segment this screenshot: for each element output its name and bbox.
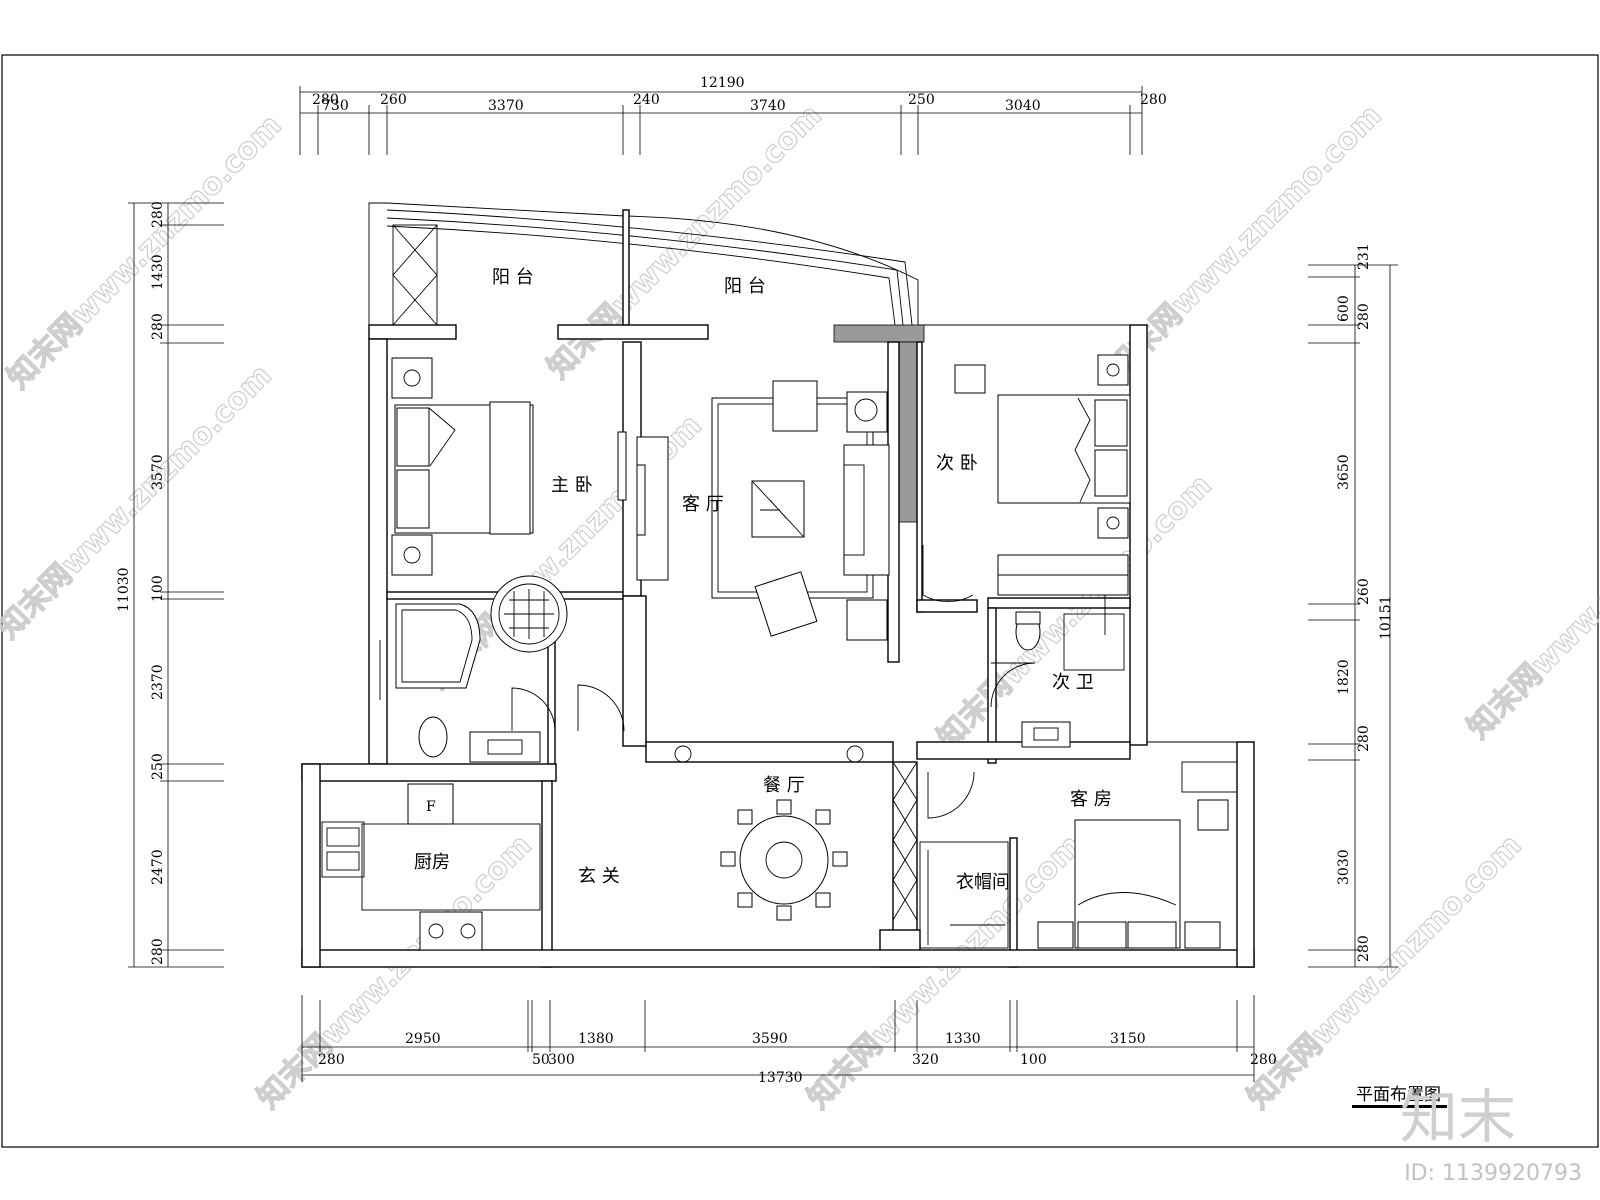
dim-bottom-seg: 3150 — [1110, 1031, 1146, 1047]
image-id: ID: 1139920793 — [1404, 1161, 1582, 1186]
watermark-text: 知末网www.znzmo.com — [251, 828, 539, 1116]
label-balcony-1: 阳 台 — [492, 267, 534, 288]
cloakroom-rails — [919, 841, 1009, 949]
dim-top-seg: 730 — [322, 98, 349, 114]
dim-left-seg: 280 — [150, 201, 166, 228]
label-cloakroom: 衣帽间 — [956, 872, 1010, 893]
dim-bottom-seg: 280 — [318, 1052, 345, 1068]
tv-living — [636, 464, 646, 536]
label-guest-room: 客 房 — [1070, 789, 1112, 810]
label-fridge: F — [426, 799, 436, 815]
dim-bottom-seg: 2950 — [405, 1031, 441, 1047]
room-labels: 阳 台 阳 台 主 卧 客 厅 次 卧 次 卫 餐 厅 厨房 玄 关 衣帽间 客… — [414, 267, 1112, 893]
dim-right-seg: 280 — [1356, 935, 1372, 962]
guest-bed-set — [1037, 761, 1238, 949]
dim-top-total: 12190 — [700, 75, 745, 91]
bottom-dimension-chain: 2950 1380 3590 1330 3150 280 50 300 320 … — [301, 995, 1277, 1086]
label-second-bedroom: 次 卧 — [936, 453, 978, 474]
dim-left-seg: 280 — [150, 938, 166, 965]
dim-right-seg: 260 — [1356, 578, 1372, 605]
label-master-bedroom: 主 卧 — [551, 475, 593, 496]
dim-bottom-seg: 320 — [912, 1052, 939, 1068]
dim-left-total: 11030 — [116, 567, 132, 612]
right-dimension-chain: 10151 231 600 280 3650 260 1820 280 3030… — [1308, 243, 1398, 968]
drawing-frame — [1, 54, 1599, 1148]
dim-left-seg: 3570 — [150, 454, 166, 490]
dim-bottom-seg: 100 — [1020, 1052, 1047, 1068]
dim-bottom-seg: 1330 — [945, 1031, 981, 1047]
tv-master — [617, 431, 627, 501]
second-bedroom-set — [954, 354, 1131, 596]
watermark-text: 知末网www.znzmo.com — [1461, 458, 1600, 746]
dim-right-seg: 280 — [1356, 303, 1372, 330]
left-dimension-chain: 11030 280 1430 280 3570 100 2370 250 247… — [116, 201, 224, 968]
title-underline — [1352, 1105, 1447, 1108]
second-bath — [1015, 611, 1125, 748]
dim-top-seg: 280 — [312, 92, 339, 108]
dim-right-seg: 280 — [1356, 725, 1372, 752]
label-dining-room: 餐 厅 — [763, 775, 805, 796]
dim-right-seg: 600 — [1336, 295, 1352, 322]
living-room-set — [711, 380, 890, 641]
label-foyer: 玄 关 — [578, 866, 620, 887]
watermark-text: 知末网www.znzmo.com — [801, 828, 1089, 1116]
label-living-room: 客 厅 — [682, 494, 724, 515]
dim-bottom-seg: 3590 — [752, 1031, 788, 1047]
doors — [379, 545, 1106, 819]
dim-right-seg: 1820 — [1336, 659, 1352, 695]
dim-bottom-seg: 50 — [532, 1052, 550, 1068]
watermark-text: 知末网www.znzmo.com — [0, 358, 279, 646]
dim-right-seg: 3030 — [1336, 849, 1352, 885]
dim-top-seg: 3740 — [750, 98, 786, 114]
label-balcony-2: 阳 台 — [724, 276, 766, 297]
dim-bottom-seg: 1380 — [578, 1031, 614, 1047]
dim-left-seg: 280 — [150, 313, 166, 340]
dim-bottom-seg: 280 — [1250, 1052, 1277, 1068]
dim-top-seg: 3040 — [1005, 98, 1041, 114]
dim-bottom-seg: 300 — [548, 1052, 575, 1068]
dim-top-seg: 280 — [1140, 92, 1167, 108]
dim-bottom-total: 13730 — [758, 1070, 803, 1086]
walls — [301, 202, 1255, 968]
dim-left-seg: 2370 — [150, 664, 166, 700]
dim-left-seg: 2470 — [150, 849, 166, 885]
dim-left-seg: 1430 — [150, 254, 166, 290]
dim-top-seg: 260 — [380, 92, 407, 108]
dim-right-seg: 3650 — [1336, 454, 1352, 490]
kitchen-set — [321, 783, 541, 951]
dim-left-seg: 100 — [150, 575, 166, 602]
dim-right-seg: 231 — [1356, 243, 1372, 270]
top-dimension-chain: 12190 280 730 260 3370 240 3740 250 3040… — [299, 75, 1167, 155]
dining-set — [674, 745, 864, 921]
dim-top-seg: 240 — [633, 92, 660, 108]
label-kitchen: 厨房 — [414, 852, 450, 873]
label-second-bath: 次 卫 — [1052, 672, 1094, 693]
brand-watermark: 知末 — [1400, 1083, 1517, 1151]
master-bath — [395, 575, 568, 763]
master-bed — [391, 357, 534, 576]
dim-right-total: 10151 — [1378, 595, 1394, 640]
dim-left-seg: 250 — [150, 753, 166, 780]
dim-top-seg: 3370 — [488, 98, 524, 114]
dim-top-seg: 250 — [908, 92, 935, 108]
watermark-text: 知末网www.znzmo.com — [1, 108, 289, 396]
drawing-title: 平面布置图 — [1356, 1085, 1441, 1105]
